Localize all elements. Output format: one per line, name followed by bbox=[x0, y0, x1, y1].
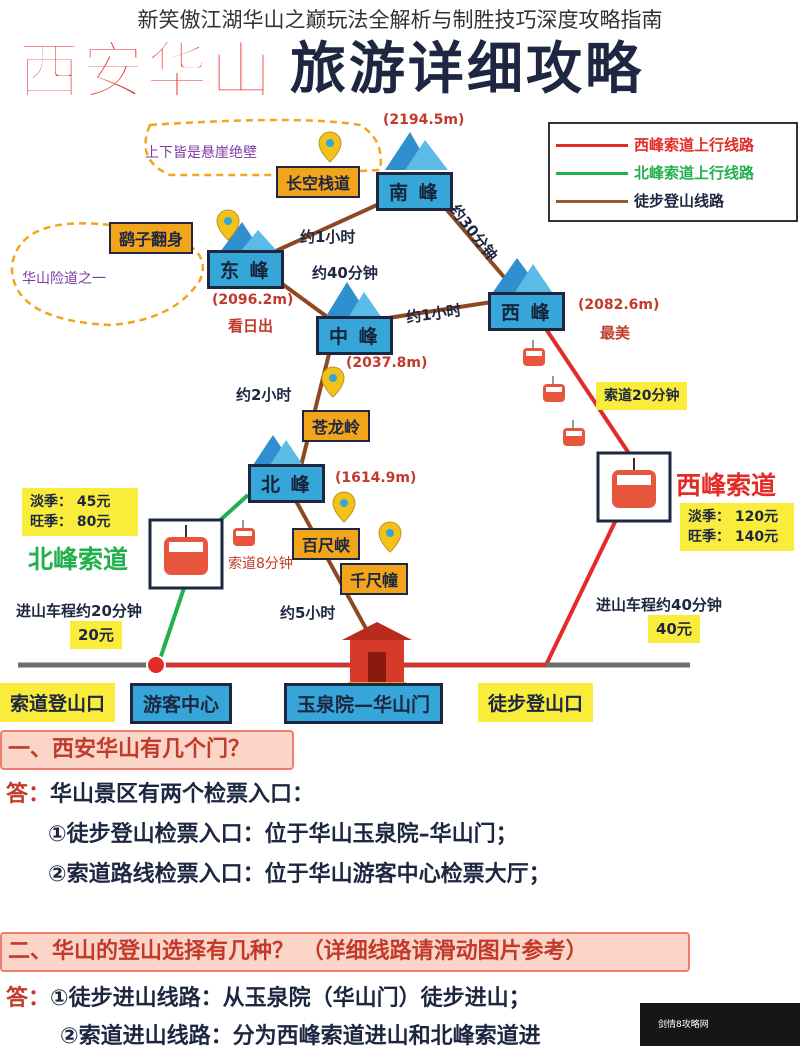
title-xian-huashan: 西安华山 bbox=[17, 33, 275, 108]
spot-qianchi-zhuang: 千尺幢 bbox=[340, 563, 409, 595]
question-2-banner: 二、华山的登山选择有几种？ （详细线路请滑动图片参考） bbox=[0, 932, 690, 972]
pin-canglong-icon bbox=[321, 366, 345, 398]
west-cable-ride-time: 索道20分钟 bbox=[596, 382, 688, 410]
answer-label: 答： bbox=[6, 986, 51, 1011]
cable-car-small-icon bbox=[523, 340, 545, 366]
answer-label: 答： bbox=[6, 782, 51, 807]
pin-qianchi-icon bbox=[378, 521, 402, 553]
north-cableway-title: 北峰索道 bbox=[28, 545, 129, 574]
west-drive-price: 40元 bbox=[648, 615, 700, 643]
mountain-east-icon bbox=[220, 222, 278, 252]
north-cable-price-high: 旺季： 80元 bbox=[30, 514, 111, 530]
time-north-gate: 约5小时 bbox=[280, 604, 336, 622]
question-1-item-1: ①徒步登山检票入口：位于华山玉泉院–华山门； bbox=[48, 822, 518, 847]
cable-car-small-icon bbox=[233, 520, 255, 546]
legend-item-north-cable: 北峰索道上行线路 bbox=[556, 162, 790, 184]
pin-yaozi-icon bbox=[216, 209, 240, 241]
time-east-south: 约1小时 bbox=[300, 228, 356, 246]
question-1-banner: 一、西安华山有几个门？ bbox=[0, 730, 294, 770]
peak-middle-label: 中 峰 bbox=[316, 316, 393, 355]
peak-south-elevation: (2194.5m) bbox=[383, 112, 465, 128]
peak-west-label: 西 峰 bbox=[488, 292, 565, 331]
west-cable-price-low: 淡季： 120元 bbox=[688, 509, 779, 525]
question-1-answer-text: 华山景区有两个检票入口： bbox=[50, 782, 315, 807]
legend-item-west-cable: 西峰索道上行线路 bbox=[556, 134, 790, 156]
spot-canglong-ridge: 苍龙岭 bbox=[302, 410, 371, 442]
time-east-middle: 约40分钟 bbox=[312, 264, 378, 282]
peak-north-elevation: (1614.9m) bbox=[335, 470, 417, 486]
cable-car-small-icon bbox=[543, 376, 565, 402]
north-cable-car-icon bbox=[148, 518, 224, 590]
visitor-center-marker bbox=[146, 655, 166, 675]
time-middle-north: 约2小时 bbox=[236, 386, 292, 404]
spot-baichi-gorge: 百尺峡 bbox=[292, 528, 361, 560]
peak-west-note: 最美 bbox=[600, 324, 631, 342]
question-2-item-2: ②索道进山线路：分为西峰索道进山和北峰索道进 bbox=[60, 1024, 541, 1049]
west-cable-car-icon bbox=[596, 451, 672, 523]
cliff-note-top: 上下皆是悬崖绝壁 bbox=[145, 145, 257, 161]
cable-entry-gate: 索道登山口 bbox=[0, 683, 116, 722]
peak-middle-elevation: (2037.8m) bbox=[346, 355, 428, 371]
cable-car-small-icon bbox=[563, 420, 585, 446]
question-1-item-2: ②索道路线检票入口：位于华山游客中心检票大厅； bbox=[48, 862, 551, 887]
yuquan-huashan-gate: 玉泉院—华山门 bbox=[284, 683, 444, 724]
north-cable-price-low: 淡季： 45元 bbox=[30, 494, 111, 510]
hiking-entry-gate: 徒步登山口 bbox=[478, 683, 594, 722]
peak-west-elevation: (2082.6m) bbox=[578, 297, 660, 313]
cliff-note-left: 华山险道之一 bbox=[22, 271, 106, 287]
cliff-outline-left bbox=[10, 222, 205, 327]
huashan-gate-icon bbox=[342, 622, 412, 686]
question-1-answer: 答：华山景区有两个检票入口： bbox=[6, 776, 314, 808]
watermark-text: 剑情8攻略网 bbox=[658, 1020, 709, 1030]
route-legend: 西峰索道上行线路 北峰索道上行线路 徒步登山线路 bbox=[548, 122, 798, 222]
overlay-title: 新笑傲江湖华山之巅玩法全解析与制胜技巧深度攻略指南 bbox=[137, 8, 663, 32]
north-cable-ride-time: 索道8分钟 bbox=[228, 556, 293, 572]
west-drive-time: 进山车程约40分钟 bbox=[596, 596, 722, 614]
peak-east-label: 东 峰 bbox=[207, 250, 284, 289]
west-cable-prices: 淡季： 120元 旺季： 140元 bbox=[680, 503, 794, 551]
spot-yaozi-fanshen: 鹞子翻身 bbox=[109, 222, 194, 254]
north-drive-time: 进山车程约20分钟 bbox=[16, 602, 142, 620]
mountain-middle-icon bbox=[325, 282, 382, 318]
peak-east-note: 看日出 bbox=[228, 317, 274, 335]
title-travel-guide: 旅游详细攻略 bbox=[290, 37, 644, 102]
legend-item-hiking: 徒步登山线路 bbox=[556, 190, 790, 212]
mountain-west-icon bbox=[493, 258, 552, 292]
visitor-center-gate: 游客中心 bbox=[130, 683, 233, 724]
peak-north-label: 北 峰 bbox=[248, 464, 325, 503]
west-cable-price-high: 旺季： 140元 bbox=[688, 529, 779, 545]
pin-changkong-icon bbox=[318, 131, 342, 163]
peak-south-label: 南 峰 bbox=[376, 172, 453, 211]
north-drive-price: 20元 bbox=[70, 621, 122, 649]
question-2-item-1-row: 答：①徒步进山线路：从玉泉院（华山门）徒步进山； bbox=[6, 980, 531, 1012]
question-2-item-1: ①徒步进山线路：从玉泉院（华山门）徒步进山； bbox=[50, 986, 531, 1011]
pin-baichi-icon bbox=[332, 491, 356, 523]
mountain-south-icon bbox=[385, 132, 448, 170]
north-cable-prices: 淡季： 45元 旺季： 80元 bbox=[22, 488, 138, 536]
peak-east-elevation: (2096.2m) bbox=[212, 292, 294, 308]
mountain-north-icon bbox=[253, 435, 303, 465]
spot-changkong-plank-road: 长空栈道 bbox=[276, 166, 361, 198]
west-cableway-title: 西峰索道 bbox=[676, 471, 777, 500]
cliff-outline-top bbox=[144, 118, 383, 177]
watermark-logo: 剑情8攻略网 bbox=[640, 1003, 800, 1046]
